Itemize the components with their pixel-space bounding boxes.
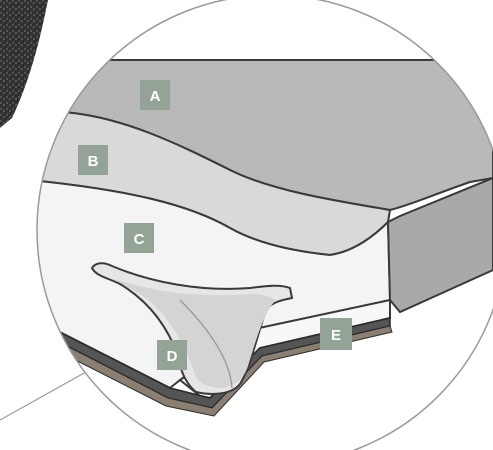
callout-d-text: D bbox=[167, 348, 178, 365]
callout-e-text: E bbox=[331, 327, 341, 344]
callout-b: B bbox=[78, 145, 108, 175]
callout-e: E bbox=[320, 318, 352, 350]
callout-c: C bbox=[124, 223, 154, 253]
zoom-circle-outline bbox=[36, 0, 493, 450]
callout-b-text: B bbox=[88, 153, 99, 170]
callout-a: A bbox=[140, 80, 170, 110]
pocket-inner-shade bbox=[112, 278, 276, 388]
pocket-fold-line bbox=[179, 299, 233, 389]
callout-d: D bbox=[157, 340, 187, 370]
callout-c-text: C bbox=[134, 231, 145, 248]
background-texture-corner bbox=[0, 0, 48, 128]
zoom-leader-line bbox=[0, 371, 87, 421]
base-strip-light bbox=[37, 325, 393, 417]
callout-a-text: A bbox=[150, 88, 161, 105]
